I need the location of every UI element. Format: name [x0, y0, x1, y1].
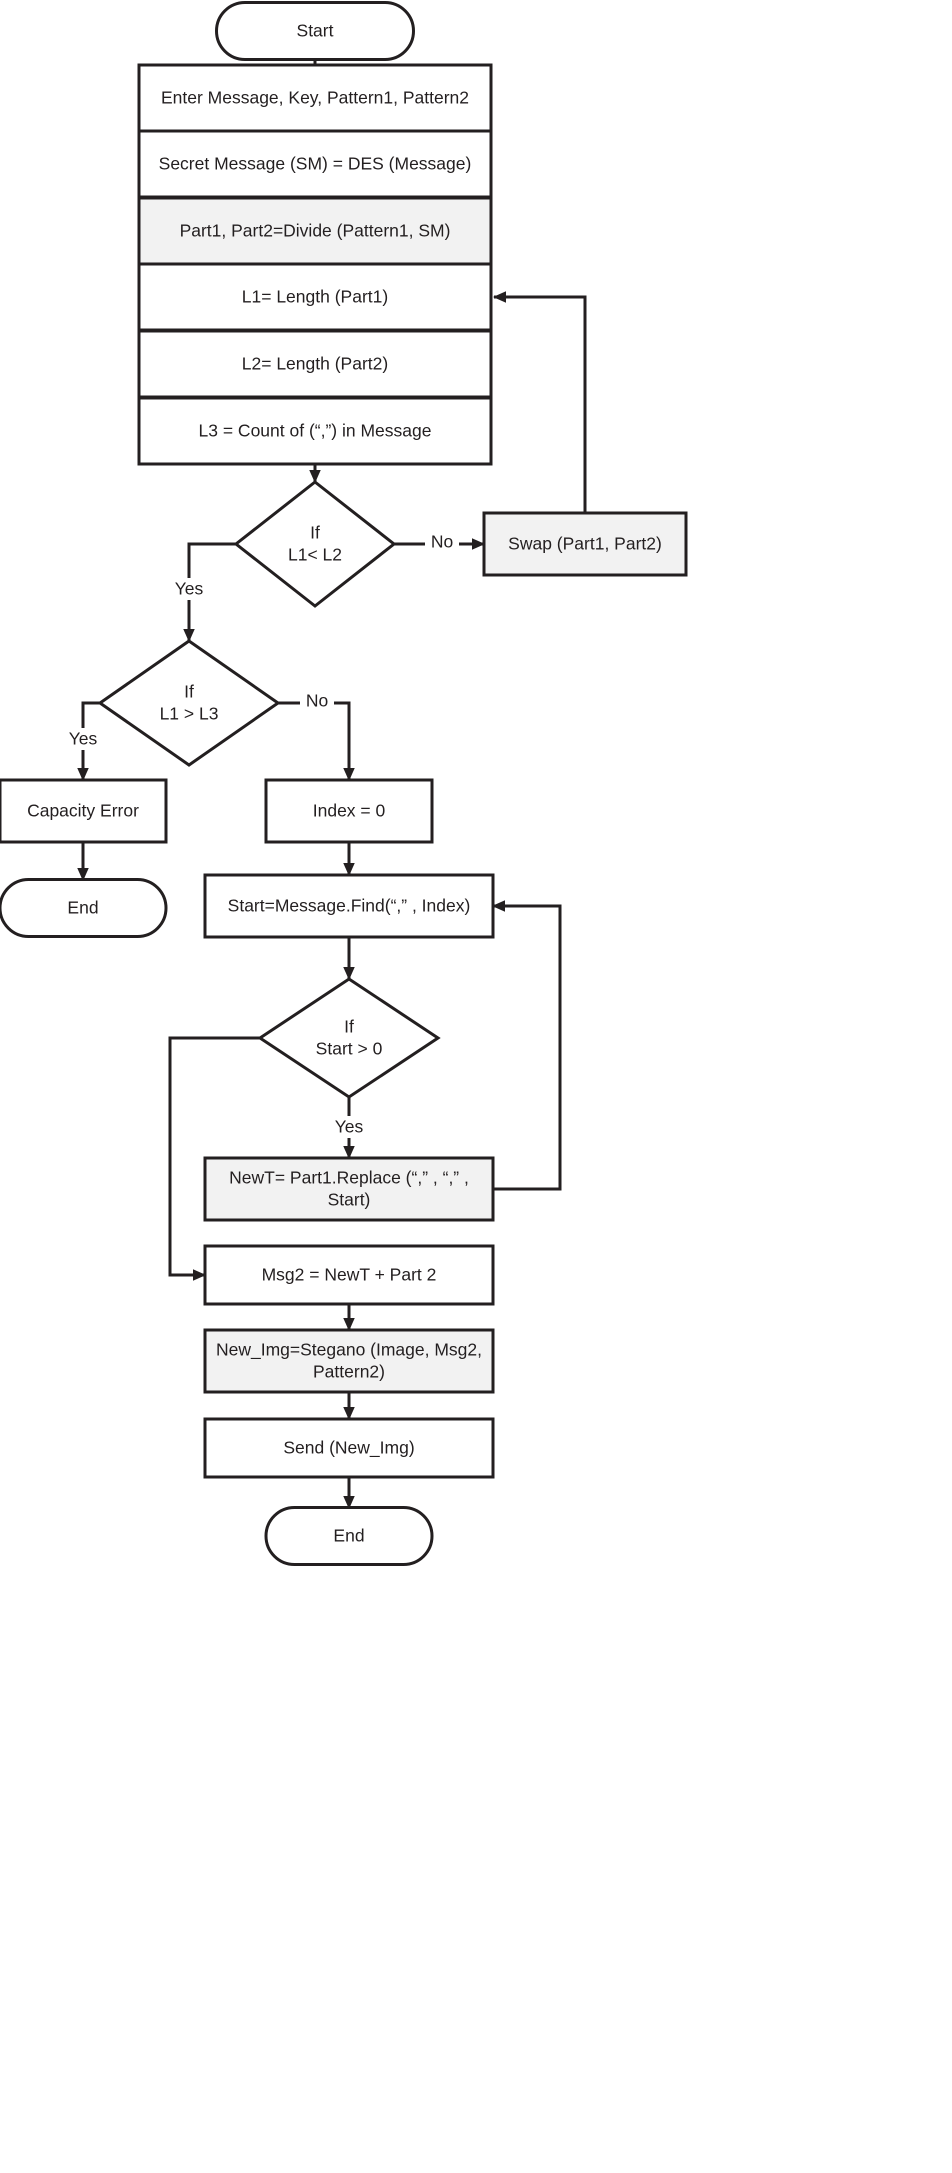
edge-line [491, 900, 562, 1191]
flow-node-secret[interactable]: Secret Message (SM) = DES (Message) [137, 129, 493, 199]
edge-line [183, 542, 236, 643]
decision-shape [233, 480, 397, 608]
process-shape [137, 63, 493, 133]
node-label: Start) [328, 1190, 371, 1210]
flow-node-swap[interactable]: Swap (Part1, Part2) [482, 511, 688, 577]
flow-edge-e-if2-no-idx: No [278, 690, 355, 782]
flow-node-newt[interactable]: NewT= Part1.Replace (“,” , “,” ,Start) [203, 1156, 495, 1222]
flow-edge-e-if3-yes-newt: Yes [332, 1097, 366, 1160]
node-label: Swap (Part1, Part2) [508, 534, 662, 554]
flow-edge-e-swap-l1 [492, 291, 587, 513]
process-shape [137, 129, 493, 199]
process-shape [203, 873, 495, 939]
node-label: L3 = Count of (“,”) in Message [199, 421, 432, 441]
node-label: L1= Length (Part1) [242, 287, 388, 307]
node-label: Capacity Error [27, 801, 139, 821]
process-shape [137, 329, 493, 399]
node-label: Enter Message, Key, Pattern1, Pattern2 [161, 88, 469, 108]
flow-node-stegano[interactable]: New_Img=Stegano (Image, Msg2,Pattern2) [203, 1328, 495, 1394]
flow-node-find[interactable]: Start=Message.Find(“,” , Index) [203, 873, 495, 939]
flow-edge-e-newt-find [491, 900, 562, 1191]
node-label: If [184, 682, 194, 702]
node-label: Start > 0 [316, 1039, 383, 1059]
edge-line [77, 701, 100, 782]
flow-edge-e-if1-yes-if2: Yes [172, 542, 236, 643]
flow-edge-e-if1-no-swap: No [394, 531, 486, 553]
edge-line [278, 701, 355, 782]
flow-node-end1[interactable]: End [0, 878, 168, 938]
node-label: L1< L2 [288, 545, 342, 565]
node-label: End [333, 1526, 364, 1546]
node-label: New_Img=Stegano (Image, Msg2, [216, 1340, 482, 1361]
edge-line [492, 291, 587, 513]
flow-node-end2[interactable]: End [264, 1506, 434, 1566]
process-shape [137, 262, 493, 332]
edge-label: No [306, 691, 328, 711]
terminator-shape [215, 1, 415, 61]
decision-shape [257, 977, 441, 1099]
flow-node-start[interactable]: Start [215, 1, 415, 61]
flow-edge-e-if3-no-msg2 [168, 1036, 260, 1281]
node-label: Pattern2) [313, 1362, 385, 1382]
process-shape [203, 1417, 495, 1479]
flow-node-index0[interactable]: Index = 0 [264, 778, 434, 844]
edge-label: Yes [175, 579, 204, 599]
edge-label-backing [332, 1116, 366, 1138]
flow-node-enter[interactable]: Enter Message, Key, Pattern1, Pattern2 [137, 63, 493, 133]
flow-node-divide[interactable]: Part1, Part2=Divide (Pattern1, SM) [137, 196, 493, 266]
node-label: Msg2 = NewT + Part 2 [262, 1265, 437, 1285]
process-shape [264, 778, 434, 844]
node-label: Start=Message.Find(“,” , Index) [228, 896, 471, 916]
node-label: L1 > L3 [160, 704, 219, 724]
flow-node-caperr[interactable]: Capacity Error [0, 778, 168, 844]
edge-label-backing [66, 728, 100, 750]
edge-label-backing [172, 578, 206, 600]
flow-edge-e-if2-yes-cap: Yes [66, 701, 100, 782]
edge-label-backing [300, 690, 334, 712]
process-shape [137, 396, 493, 466]
flow-node-l1[interactable]: L1= Length (Part1) [137, 262, 493, 332]
node-label: Send (New_Img) [283, 1438, 414, 1459]
edge-label-backing [425, 531, 459, 553]
edge-label: Yes [69, 729, 98, 749]
node-label: If [310, 523, 320, 543]
process-shape [203, 1156, 495, 1222]
flow-node-l2[interactable]: L2= Length (Part2) [137, 329, 493, 399]
process-shape [203, 1328, 495, 1394]
edge-label: Yes [335, 1117, 364, 1137]
node-label: Index = 0 [313, 801, 386, 821]
node-label: L2= Length (Part2) [242, 354, 388, 374]
terminator-shape [264, 1506, 434, 1566]
node-label: If [344, 1017, 354, 1037]
edge-label: No [431, 532, 453, 552]
decision-shape [97, 639, 281, 767]
terminator-shape [0, 878, 168, 938]
node-label: Secret Message (SM) = DES (Message) [159, 154, 472, 174]
process-shape [203, 1244, 495, 1306]
node-label: Part1, Part2=Divide (Pattern1, SM) [180, 221, 451, 241]
process-shape [482, 511, 688, 577]
process-shape [0, 778, 168, 844]
flow-node-l3[interactable]: L3 = Count of (“,”) in Message [137, 396, 493, 466]
node-label: Start [297, 21, 334, 41]
edge-line [168, 1036, 260, 1281]
node-label: NewT= Part1.Replace (“,” , “,” , [229, 1168, 469, 1188]
process-shape [137, 196, 493, 266]
flow-node-send[interactable]: Send (New_Img) [203, 1417, 495, 1479]
flow-node-msg2[interactable]: Msg2 = NewT + Part 2 [203, 1244, 495, 1306]
node-label: End [67, 898, 98, 918]
